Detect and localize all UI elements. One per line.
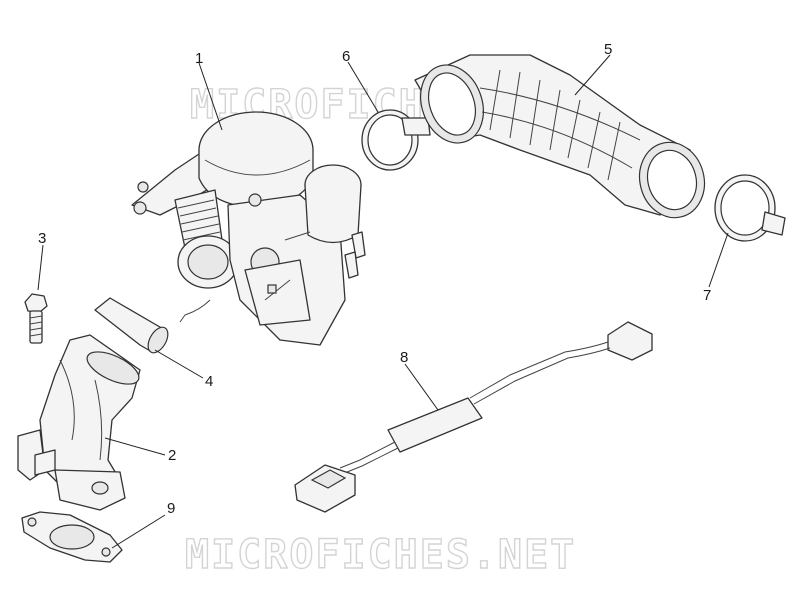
leader-7 [708, 232, 729, 288]
callout-8: 8 [400, 349, 408, 366]
callout-6: 6 [342, 48, 350, 65]
air-intake-tube-part[interactable] [410, 54, 713, 225]
leader-6 [347, 61, 379, 113]
callout-2: 2 [168, 447, 176, 464]
leader-8 [404, 363, 439, 411]
callout-1: 1 [195, 50, 203, 67]
callout-3: 3 [38, 230, 46, 247]
callout-5: 5 [604, 41, 612, 58]
callout-9: 9 [167, 500, 175, 517]
intake-manifold-part[interactable] [17, 334, 143, 511]
leader-1 [198, 62, 223, 131]
leader-3 [37, 244, 44, 291]
watermark-bottom: MICROFICHES.NET [185, 532, 576, 578]
leader-9 [111, 514, 166, 549]
leader-2 [104, 437, 166, 456]
callout-7: 7 [703, 287, 711, 304]
clamp-part[interactable] [714, 174, 786, 242]
gasket-part[interactable] [21, 511, 123, 563]
leader-5 [574, 54, 611, 96]
leader-4 [154, 349, 204, 379]
wiring-cable-part[interactable] [294, 321, 653, 513]
hose-clamp-part[interactable] [361, 109, 431, 171]
callout-4: 4 [205, 373, 213, 390]
carburettor-part[interactable] [131, 111, 366, 346]
ring-seal-part[interactable] [94, 297, 172, 356]
bolt-part[interactable] [24, 293, 48, 344]
